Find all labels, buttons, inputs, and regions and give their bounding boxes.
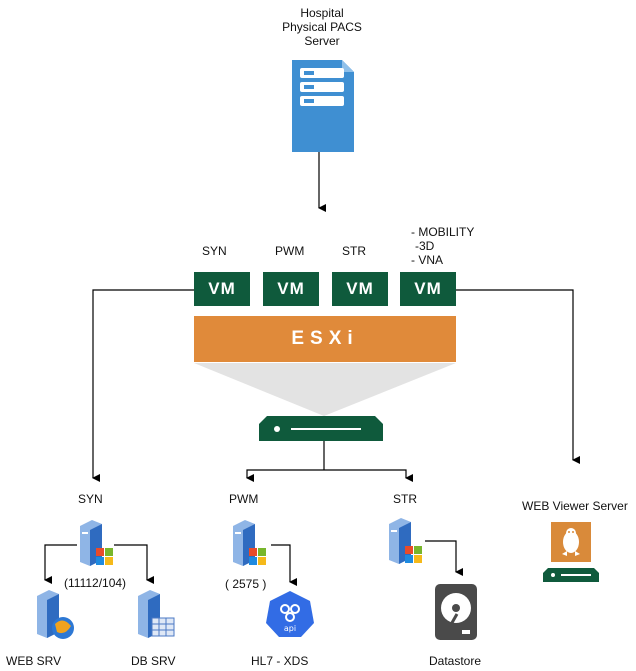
syn-web-connector — [44, 544, 77, 584]
web-viewer-connector — [456, 289, 580, 464]
windows-server-icon — [80, 520, 113, 566]
server-rack-icon — [292, 60, 354, 152]
windows-server-icon — [233, 520, 266, 566]
str-connector — [324, 469, 413, 482]
vm-header-mobility-line1: - MOBILITY — [411, 225, 475, 239]
vm-box-str: VM — [332, 272, 388, 306]
vm-box-syn: VM — [194, 272, 250, 306]
pacs-label: Hospital Physical PACS Server — [272, 6, 372, 48]
hard-disk-icon — [435, 584, 477, 640]
syn-port-label: (11112/104) — [64, 576, 127, 590]
esxi-hypervisor: ESXi — [194, 316, 456, 362]
vm-header-str: STR — [342, 244, 366, 258]
pacs-label-line2: Physical PACS — [282, 20, 362, 34]
vm-box-mobility: VM — [400, 272, 456, 306]
syn-connector — [92, 289, 194, 482]
branch-title-str: STR — [393, 492, 417, 506]
hl7-xds-label: HL7 - XDS — [251, 654, 309, 668]
pacs-label-line3: Server — [304, 34, 340, 48]
pwm-connector — [246, 469, 324, 482]
windows-server-icon — [389, 518, 422, 564]
esxi-funnel — [194, 363, 456, 416]
linux-server-icon — [551, 522, 591, 562]
vm-header-mobility-line2: -3D — [415, 239, 435, 253]
server-base-icon — [543, 568, 599, 582]
pacs-label-line1: Hospital — [300, 6, 344, 20]
vm-header-mobility: - MOBILITY -3D - VNA — [411, 225, 474, 267]
branch-title-pwm: PWM — [229, 492, 259, 506]
pwm-api-connector — [271, 544, 297, 586]
vm-header-mobility-line3: - VNA — [411, 253, 444, 267]
api-icon: api — [266, 591, 314, 637]
branch-title-syn: SYN — [78, 492, 103, 506]
syn-db-connector — [114, 544, 154, 584]
database-server-icon — [138, 590, 175, 638]
web-server-icon — [37, 590, 74, 639]
db-srv-label: DB SRV — [131, 654, 176, 668]
vm-box-pwm: VM — [263, 272, 319, 306]
vm-header-syn: SYN — [202, 244, 227, 258]
str-datastore-connector — [425, 540, 463, 576]
vm-header-pwm: PWM — [275, 244, 305, 258]
branch-title-web-viewer: WEB Viewer Server — [522, 499, 628, 513]
api-text: api — [284, 624, 296, 633]
network-switch-icon — [259, 416, 383, 441]
pwm-port-label: ( 2575 ) — [225, 577, 267, 591]
web-srv-label: WEB SRV — [6, 654, 62, 668]
datastore-label: Datastore — [429, 654, 482, 668]
